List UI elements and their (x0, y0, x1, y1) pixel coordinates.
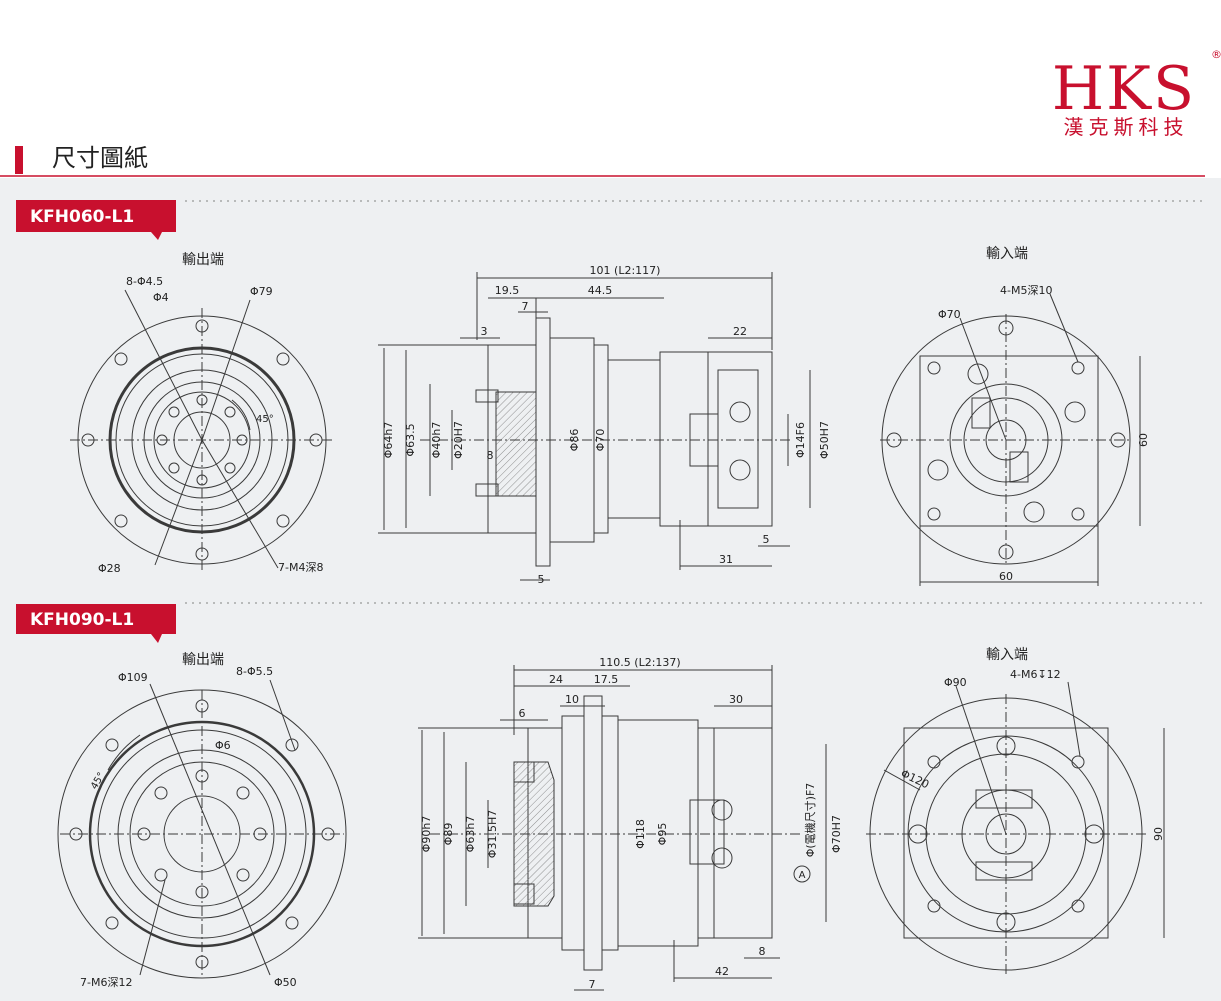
label-outer: Φ109 (118, 671, 148, 684)
label-height: 60 (1137, 433, 1150, 447)
dim-d2: 44.5 (588, 284, 613, 297)
model-tag: KFH060-L1 (30, 207, 134, 227)
output-label: 輸出端 (182, 652, 224, 668)
registered-mark: ® (1211, 48, 1221, 61)
datum-a: A (799, 870, 806, 881)
label-pin: Φ4 (153, 291, 169, 304)
dia-4: Φ31.5H7 (486, 810, 499, 858)
side-view-labels: 101 (L2:117) 19.5 44.5 7 3 22 8 5 31 5 Φ… (382, 264, 831, 586)
dia-1: Φ64h7 (382, 422, 395, 459)
label-tapped: 4-M6↧12 (1010, 668, 1061, 681)
dia-5: Φ118 (634, 819, 647, 849)
dim-total: 110.5 (L2:137) (599, 656, 680, 669)
drawing-panel (0, 178, 1221, 1001)
label-bolt-holes: 8-Φ5.5 (236, 665, 273, 678)
dia-7: Φ14F6 (794, 422, 807, 458)
side-view (418, 665, 827, 991)
side-view-labels: 110.5 (L2:137) 24 17.5 10 6 30 8 42 7 A … (420, 656, 843, 991)
dim-d5: 22 (733, 325, 747, 338)
dim-d6: 8 (759, 945, 766, 958)
model-tag: KFH090-L1 (30, 610, 134, 630)
section-marker (15, 146, 23, 174)
dim-d3: 7 (522, 300, 529, 313)
input-back-labels: 4-M5深10 Φ70 60 60 (938, 284, 1150, 583)
dim-d8: 31 (719, 553, 733, 566)
dia-8: Φ70H7 (830, 815, 843, 853)
dim-d4: 3 (481, 325, 488, 338)
input-back-view: 輸入端 (866, 647, 1165, 974)
dia-4: Φ20H7 (452, 421, 465, 459)
label-bolt-holes: 8-Φ4.5 (126, 275, 163, 288)
dia-3: Φ63h7 (464, 816, 477, 853)
dim-d3: 10 (565, 693, 579, 706)
label-outer: Φ79 (250, 285, 273, 298)
output-front-labels: 8-Φ4.5 Φ4 Φ79 45° Φ28 7-M4深8 (98, 275, 323, 575)
label-tapped: 4-M5深10 (1000, 284, 1052, 297)
logo-subtitle: 漢克斯科技 (1064, 115, 1189, 139)
dia-2: Φ89 (442, 823, 455, 846)
label-pcd: Φ90 (944, 676, 967, 689)
brand-logo: HKS ® 漢克斯科技 (1052, 48, 1221, 139)
dim-d6: 8 (487, 449, 494, 462)
label-bore: Φ28 (98, 562, 121, 575)
label-height: 90 (1152, 827, 1165, 841)
dia-3: Φ40h7 (430, 422, 443, 459)
label-tapped: 7-M6深12 (80, 976, 132, 989)
logo-text: HKS (1052, 54, 1196, 124)
dia-1: Φ90h7 (420, 816, 433, 853)
dia-8: Φ50H7 (818, 421, 831, 459)
dim-total: 101 (L2:117) (590, 264, 661, 277)
dia-6: Φ95 (656, 823, 669, 846)
side-view (378, 272, 811, 581)
dia-7: Φ(電機尺寸)F7 (803, 783, 817, 858)
dia-2: Φ63.5 (404, 423, 417, 456)
model-kfh060: KFH060-L1 輸出端 (16, 200, 1205, 586)
dim-d7: 42 (715, 965, 729, 978)
label-angle: 45° (256, 414, 274, 425)
dim-d7: 5 (763, 533, 770, 546)
input-label: 輸入端 (986, 647, 1028, 663)
label-tapped: 7-M4深8 (278, 561, 323, 574)
dim-d5: 30 (729, 693, 743, 706)
output-front-view: 輸出端 (70, 252, 334, 572)
label-bore: Φ50 (274, 976, 297, 989)
label-pin: Φ6 (215, 739, 231, 752)
dim-d4: 6 (519, 707, 526, 720)
input-back-view: 輸入端 (880, 246, 1141, 586)
output-label: 輸出端 (182, 252, 224, 268)
dim-d9: 5 (538, 573, 545, 586)
dia-6: Φ70 (594, 429, 607, 452)
output-front-view: 輸出端 (57, 652, 347, 979)
model-tag-bg (16, 200, 176, 240)
section-title: 尺寸圖紙 (52, 144, 148, 172)
label-pcd: Φ70 (938, 308, 961, 321)
dia-5: Φ86 (568, 429, 581, 452)
label-width: 60 (999, 570, 1013, 583)
dim-d8: 7 (589, 978, 596, 991)
dim-d1: 24 (549, 673, 563, 686)
dim-d2: 17.5 (594, 673, 619, 686)
dim-d1: 19.5 (495, 284, 520, 297)
input-label: 輸入端 (986, 246, 1028, 262)
model-kfh090: KFH090-L1 輸出端 Φ109 (16, 602, 1205, 991)
model-tag-bg (16, 604, 176, 643)
